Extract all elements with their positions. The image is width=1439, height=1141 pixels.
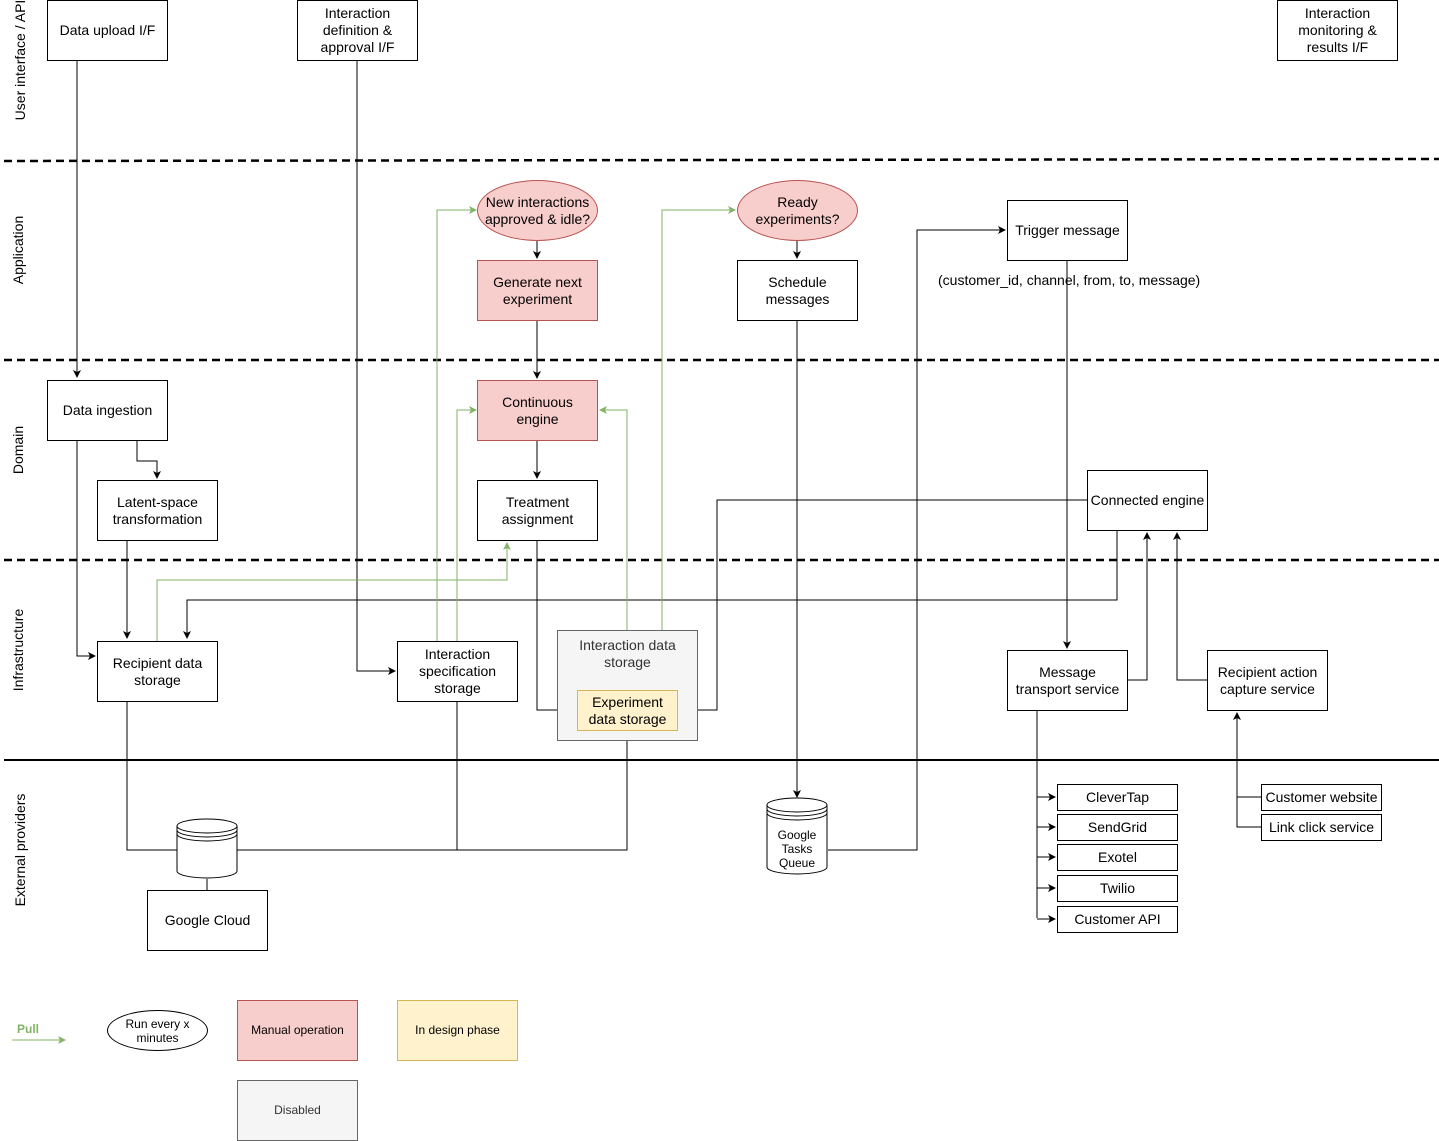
edge-ingestion-to-latent [136, 441, 161, 479]
treatment-assignment[interactable]: Treatment assignment [477, 480, 598, 541]
provider-exotel[interactable]: Exotel [1057, 844, 1178, 871]
provider-sendgrid[interactable]: SendGrid [1057, 814, 1178, 841]
recipient-action-capture-service[interactable]: Recipient action capture service [1207, 650, 1328, 711]
edge-connected-to-experiment [678, 499, 1087, 714]
lane-label-ui: User interface / API [11, 0, 28, 121]
edge-capture-to-connected [1173, 532, 1207, 681]
legend-in-design-phase: In design phase [397, 1000, 518, 1061]
legend-pull-label: Pull [17, 1022, 40, 1036]
edge-ingestion-to-recipient-storage [76, 441, 96, 660]
customer-website[interactable]: Customer website [1261, 784, 1382, 811]
edge-linkclick-to-capture [1236, 797, 1261, 828]
edge-recipient-storage-to-cloud [126, 701, 177, 851]
legend-manual-operation: Manual operation [237, 1000, 358, 1061]
recipient-data-storage[interactable]: Recipient data storage [97, 641, 218, 702]
pull-spec-storage-to-continuous [456, 406, 477, 641]
data-upload-interface[interactable]: Data upload I/F [47, 0, 168, 61]
experiment-data-storage[interactable]: Experiment data storage [577, 690, 678, 731]
interaction-monitoring-interface[interactable]: Interaction monitoring & results I/F [1277, 0, 1398, 61]
edge-definition-to-spec-storage [356, 61, 396, 675]
lane-label-application: Application [9, 215, 26, 285]
provider-clevertap[interactable]: CleverTap [1057, 784, 1178, 811]
pull-interaction-storage-to-continuous [599, 406, 628, 631]
google-cloud-database-icon [176, 818, 238, 879]
link-click-service[interactable]: Link click service [1261, 814, 1382, 841]
edge-website-to-capture [1233, 712, 1261, 798]
latent-space-transformation[interactable]: Latent-space transformation [97, 480, 218, 541]
ready-experiments-check[interactable]: Ready experiments? [737, 180, 858, 241]
connected-engine[interactable]: Connected engine [1087, 470, 1208, 531]
queue-database-icon [766, 797, 828, 875]
google-cloud[interactable]: Google Cloud [147, 890, 268, 951]
interaction-definition-interface[interactable]: Interaction definition & approval I/F [297, 0, 418, 61]
legend-disabled: Disabled [237, 1080, 358, 1141]
edge-queue-to-trigger [828, 226, 1006, 851]
interaction-specification-storage[interactable]: Interaction specification storage [397, 641, 518, 702]
continuous-engine[interactable]: Continuous engine [477, 380, 598, 441]
interaction-data-storage-label: Interaction data storage [579, 637, 676, 670]
data-ingestion[interactable]: Data ingestion [47, 380, 168, 441]
pull-spec-storage-to-newint [436, 206, 477, 641]
google-tasks-queue[interactable]: Google Tasks Queue [766, 797, 828, 877]
pull-recipient-storage-to-treatment [156, 542, 511, 641]
trigger-message-params: (customer_id, channel, from, to, message… [938, 272, 1201, 288]
schedule-messages[interactable]: Schedule messages [737, 260, 858, 321]
trigger-message[interactable]: Trigger message [1007, 200, 1128, 261]
pull-interaction-storage-to-ready [661, 206, 736, 631]
edge-spec-storage-to-cloud [237, 701, 458, 851]
new-interactions-check[interactable]: New interactions approved & idle? [477, 180, 598, 241]
google-tasks-queue-label: Google Tasks Queue [777, 828, 817, 870]
edge-transport-to-connected [1128, 532, 1151, 681]
lane-divider-ui-app [3, 157, 1439, 163]
edge-connected-to-recipient-storage [183, 531, 1118, 639]
provider-twilio[interactable]: Twilio [1057, 875, 1178, 902]
edge-interaction-storage-to-cloud [457, 741, 628, 851]
provider-customer-api[interactable]: Customer API [1057, 906, 1178, 933]
lane-label-domain: Domain [9, 425, 26, 475]
lane-label-external: External providers [11, 793, 28, 907]
message-transport-service[interactable]: Message transport service [1007, 650, 1128, 711]
generate-next-experiment[interactable]: Generate next experiment [477, 260, 598, 321]
lane-label-infrastructure: Infrastructure [9, 608, 26, 692]
legend-run-every: Run every x minutes [107, 1010, 208, 1051]
